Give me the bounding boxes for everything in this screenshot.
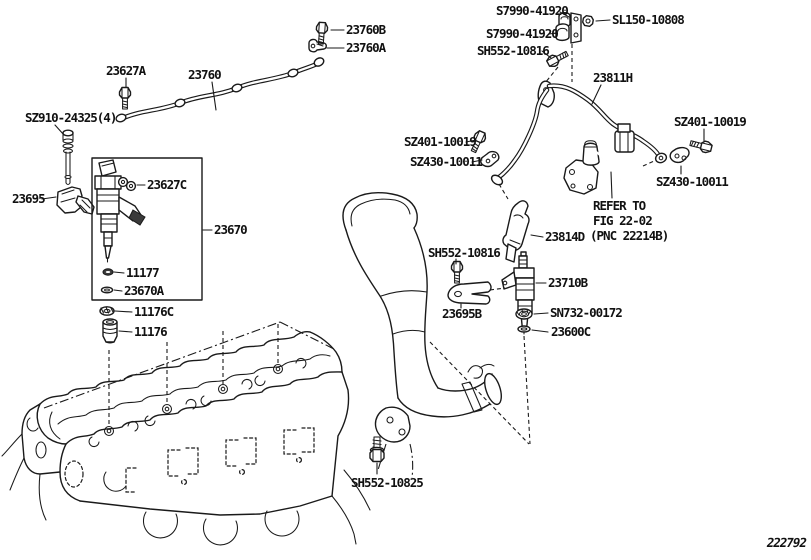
injector-group-box xyxy=(91,157,203,301)
callout-23760b: 23760B xyxy=(346,22,387,37)
callout-sz401-right: SZ401-10019 xyxy=(674,114,746,129)
callout-23670: 23670 xyxy=(214,222,247,237)
injector-holes xyxy=(103,363,284,437)
callout-sz430-left: SZ430-10011 xyxy=(410,154,482,169)
sensor-assembly xyxy=(563,123,635,195)
callout-sz401-left: SZ401-10019 xyxy=(404,134,476,149)
callouts: 23760B 23760A 23627A 23760 SZ910-24325(4… xyxy=(12,3,808,550)
callout-sn732: SN732-00172 xyxy=(550,305,622,320)
callout-sz430-right: SZ430-10011 xyxy=(656,174,728,189)
port-openings xyxy=(125,427,315,493)
injector-axis-lines xyxy=(108,324,279,426)
sleeve-11176-icon xyxy=(102,318,118,344)
callout-23600c: 23600C xyxy=(551,324,591,339)
pipe-clamp-23760a xyxy=(308,38,327,53)
stud-sz910-icon xyxy=(62,129,74,186)
callout-23710b: 23710B xyxy=(548,275,589,290)
callout-sh552-top: SH552-10816 xyxy=(477,43,549,58)
projection-plane-line xyxy=(43,321,335,409)
engine-cylinder-head xyxy=(1,321,371,546)
bracket-23814d-icon xyxy=(502,200,530,263)
callout-s7990-upper: S7990-41920 xyxy=(496,3,568,18)
seal-23627c-icon xyxy=(117,176,137,192)
callout-23670a: 23670A xyxy=(124,283,165,298)
return-pipe-23811h xyxy=(490,80,668,186)
callout-23760a: 23760A xyxy=(346,40,387,55)
figure-code: 222792 xyxy=(765,535,807,550)
callout-23760: 23760 xyxy=(188,67,221,82)
refer-note-line2: FIG 22-02 xyxy=(593,213,652,228)
gasket-23670a-icon xyxy=(100,286,114,294)
callout-sl150: SL150-10808 xyxy=(612,12,684,27)
callout-11176c: 11176C xyxy=(134,304,174,319)
leader-lines xyxy=(41,11,705,475)
callout-23811h: 23811H xyxy=(593,70,633,85)
nozzle-clamp-23695-icon xyxy=(56,186,95,215)
callout-23814d: 23814D xyxy=(545,229,585,244)
callout-23695: 23695 xyxy=(12,191,45,206)
clamp-sz430-left-icon xyxy=(480,150,500,168)
callout-s7990-lower: S7990-41920 xyxy=(486,26,558,41)
clamp-sz430-right-icon xyxy=(669,146,690,164)
refer-note-line3: (PNC 22214B) xyxy=(590,228,668,243)
fuel-pipe-23760 xyxy=(115,57,325,123)
callout-sh552-mid: SH552-10816 xyxy=(428,245,500,260)
bolt-sh552-top-icon xyxy=(544,47,571,70)
bolt-sz401-right-icon xyxy=(688,137,714,155)
bolt-sh552-bottom-icon xyxy=(369,436,385,463)
callout-23695b: 23695B xyxy=(442,306,483,321)
fork-clamp-23695b-icon xyxy=(447,281,492,305)
nut-sl150-icon xyxy=(582,14,594,28)
callout-11176: 11176 xyxy=(134,324,167,339)
large-hose xyxy=(342,191,502,479)
refer-note-line1: REFER TO xyxy=(593,198,646,213)
seal-11176c-icon xyxy=(99,306,115,316)
callout-23627a: 23627A xyxy=(106,63,147,78)
bolt-23627a-icon xyxy=(118,86,132,110)
bolt-sh552-mid-icon xyxy=(450,260,464,284)
callout-11177: 11177 xyxy=(126,265,159,280)
washer-sn732-icon xyxy=(515,308,533,320)
injector-23670-icon xyxy=(94,159,146,263)
gasket-23600c-icon xyxy=(517,325,531,333)
nozzle-23710b-icon xyxy=(501,251,535,335)
valve-pockets xyxy=(88,357,307,448)
washer-11177-icon xyxy=(102,268,114,276)
callout-sz910: SZ910-24325(4) xyxy=(25,110,116,125)
callout-sh552-bottom: SH552-10825 xyxy=(351,475,423,490)
callout-23627c: 23627C xyxy=(147,177,187,192)
